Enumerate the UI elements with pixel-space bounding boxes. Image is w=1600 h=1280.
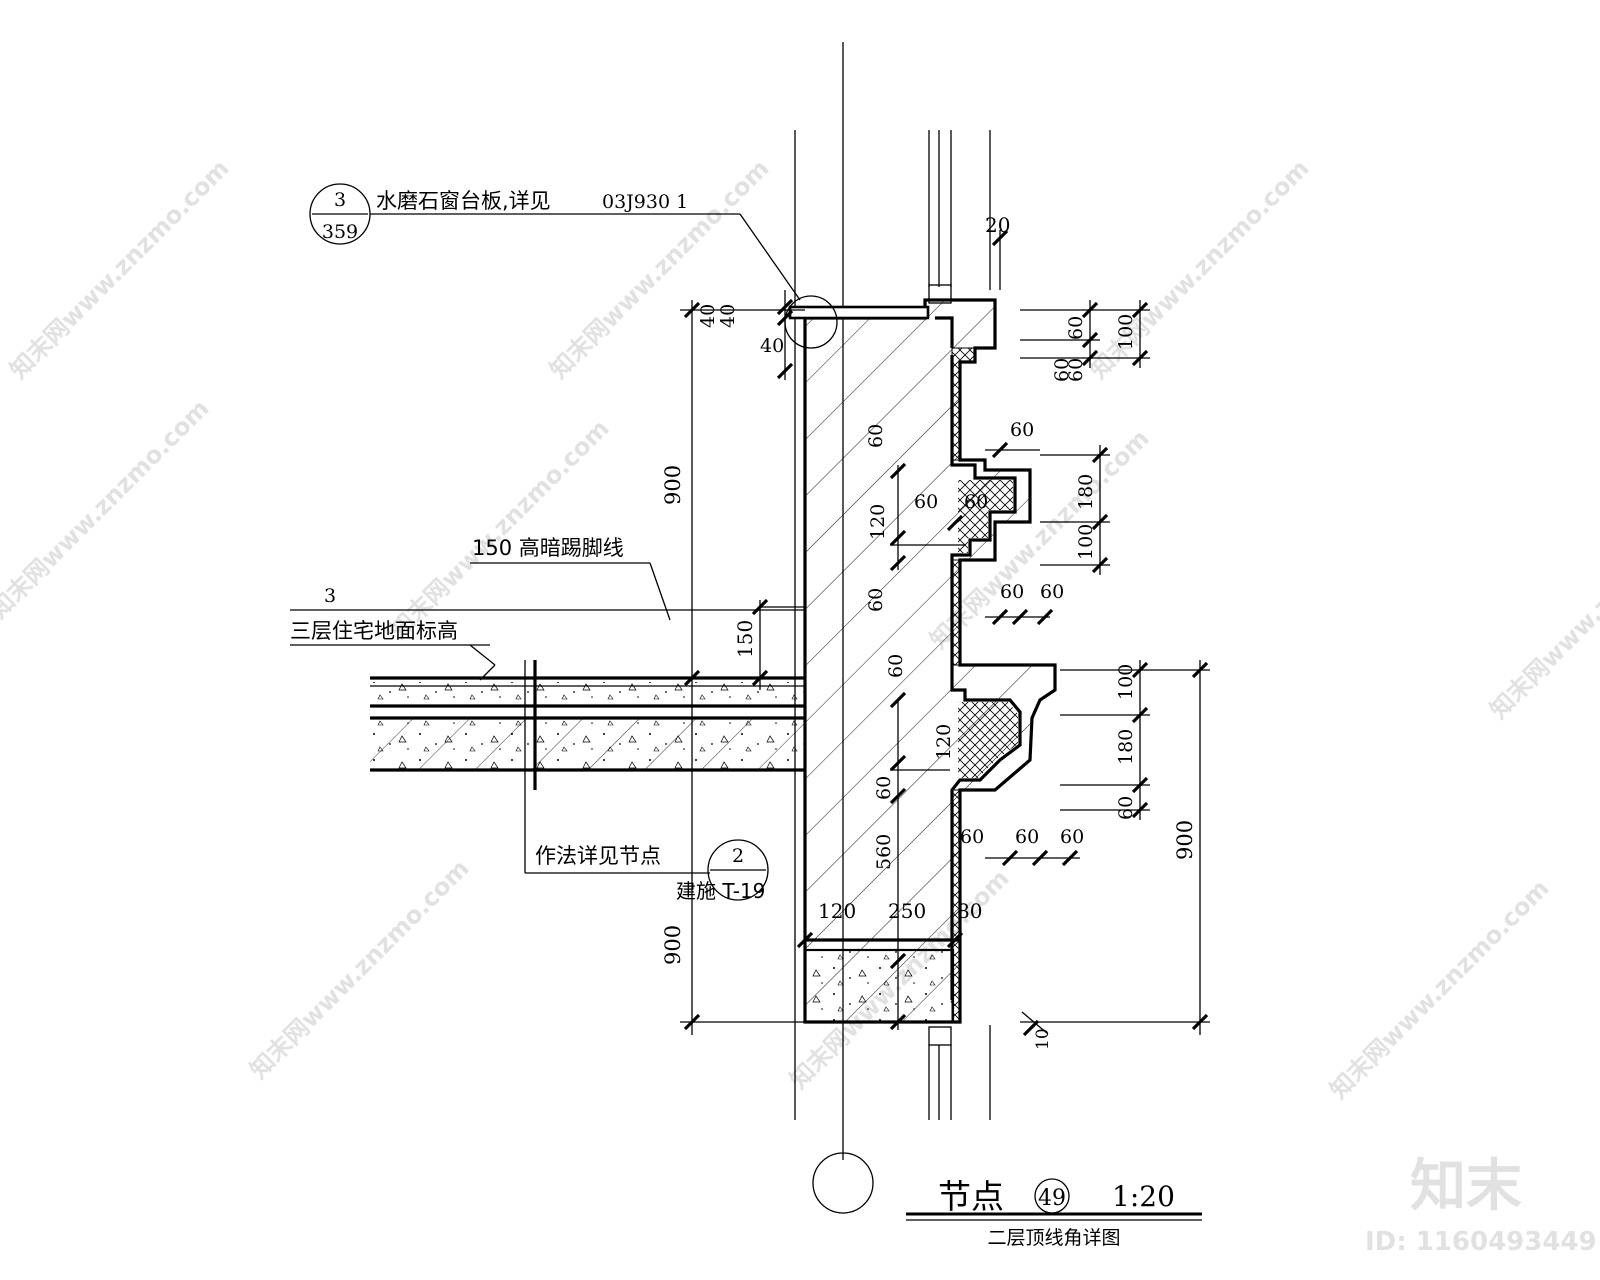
concrete-beam (803, 948, 955, 1024)
image-id-text: ID: 1160493449 (1365, 1227, 1597, 1257)
title-subtitle: 二层顶线角详图 (987, 1227, 1120, 1249)
watermark-text: 知末网www.znzmo.com (244, 854, 474, 1084)
dim-120: 120 (867, 504, 889, 540)
watermark-text: 知末网www.znzmo.com (1324, 874, 1554, 1104)
dim-180: 180 (1115, 729, 1137, 765)
detail-ref-sheet: 建施 T-19 (676, 879, 765, 903)
dim-10: 10 (1033, 1028, 1053, 1050)
detail-ref-text: 作法详见节点 (535, 844, 661, 868)
watermark-text: 知末网www.znzmo.com (0, 394, 215, 624)
inner-profile (935, 316, 1022, 1000)
cross-hatch-band (958, 702, 1018, 778)
dim-60: 60 (1060, 826, 1084, 848)
dim-900: 900 (661, 925, 685, 965)
dim-60: 60 (960, 826, 984, 848)
dim-60: 60 (1000, 581, 1024, 603)
dim-40: 40 (760, 335, 784, 357)
ref1-top: 3 (334, 189, 346, 211)
title-block: 节点 49 1:20 二层顶线角详图 (906, 1177, 1202, 1249)
dim-60: 60 (1010, 419, 1034, 441)
title-number: 49 (1038, 1186, 1066, 1211)
leaders (290, 183, 805, 901)
watermark-layer: 知末网www.znzmo.com 知末网www.znzmo.com 知末网www… (0, 154, 1600, 1104)
ref1-bottom: 359 (322, 221, 358, 243)
dimension-texts: 20 40 40 40 900 900 150 60 60 60 100 60 … (661, 213, 1197, 1050)
watermark-text: 知末网www.znzmo.com (1484, 494, 1600, 724)
dim-40: 40 (717, 304, 739, 328)
dim-60: 60 (873, 776, 895, 800)
dim-inner (796, 462, 965, 1031)
dim-100: 100 (1115, 314, 1137, 350)
cornice-outline (803, 298, 1057, 1024)
floor-level-label: 三层住宅地面标高 (290, 619, 458, 643)
insulation-layer (951, 347, 976, 461)
dim-60: 60 (1115, 796, 1137, 820)
dim-left (680, 290, 805, 1035)
floor-slab (370, 610, 806, 790)
dim-60: 60 (914, 491, 938, 513)
dim-900: 900 (661, 465, 685, 505)
dim-right-upper (985, 229, 1150, 626)
floor-number: 3 (324, 585, 336, 607)
dim-60: 60 (865, 424, 887, 448)
window-sill-board (788, 305, 930, 320)
watermark-text: 知末网www.znzmo.com (4, 154, 234, 384)
watermark-text: 知末网www.znzmo.com (544, 154, 774, 384)
dim-20: 20 (985, 213, 1010, 237)
cross-hatch-band (958, 480, 1013, 553)
title-scale: 1:20 (1112, 1180, 1175, 1213)
sill-code: 03J930 1 (602, 191, 688, 213)
dim-120: 120 (818, 899, 856, 923)
dim-150: 150 (733, 620, 757, 658)
window-frame-lower (928, 1025, 991, 1120)
dim-60: 60 (865, 588, 887, 612)
dim-120: 120 (933, 724, 955, 760)
dim-60: 60 (1040, 581, 1064, 603)
axis-bubble (812, 1152, 874, 1214)
dim-right-lower (985, 660, 1210, 1037)
dim-40: 40 (697, 304, 719, 328)
dim-60: 60 (1015, 826, 1039, 848)
dim-180: 180 (1075, 474, 1097, 510)
dim-60: 60 (1051, 358, 1073, 382)
detail-ref-num: 2 (732, 845, 744, 867)
skirting-label: 150 高暗踢脚线 (472, 536, 624, 560)
window-frame-upper (928, 130, 991, 304)
dim-80: 80 (957, 899, 982, 923)
sill-label: 水磨石窗台板,详见 (376, 189, 551, 213)
ref-circle-detail (707, 839, 769, 901)
dim-60: 60 (1065, 316, 1087, 340)
dim-900: 900 (1173, 820, 1197, 860)
title-main: 节点 (938, 1177, 1004, 1216)
dim-100: 100 (1075, 524, 1097, 560)
brand-logo: 知末 (1410, 1154, 1522, 1219)
dim-60: 60 (964, 491, 988, 513)
dim-250: 250 (888, 899, 926, 923)
dim-60: 60 (1065, 358, 1087, 382)
dim-100: 100 (1115, 664, 1137, 700)
dim-560: 560 (873, 834, 895, 870)
dim-60: 60 (885, 654, 907, 678)
